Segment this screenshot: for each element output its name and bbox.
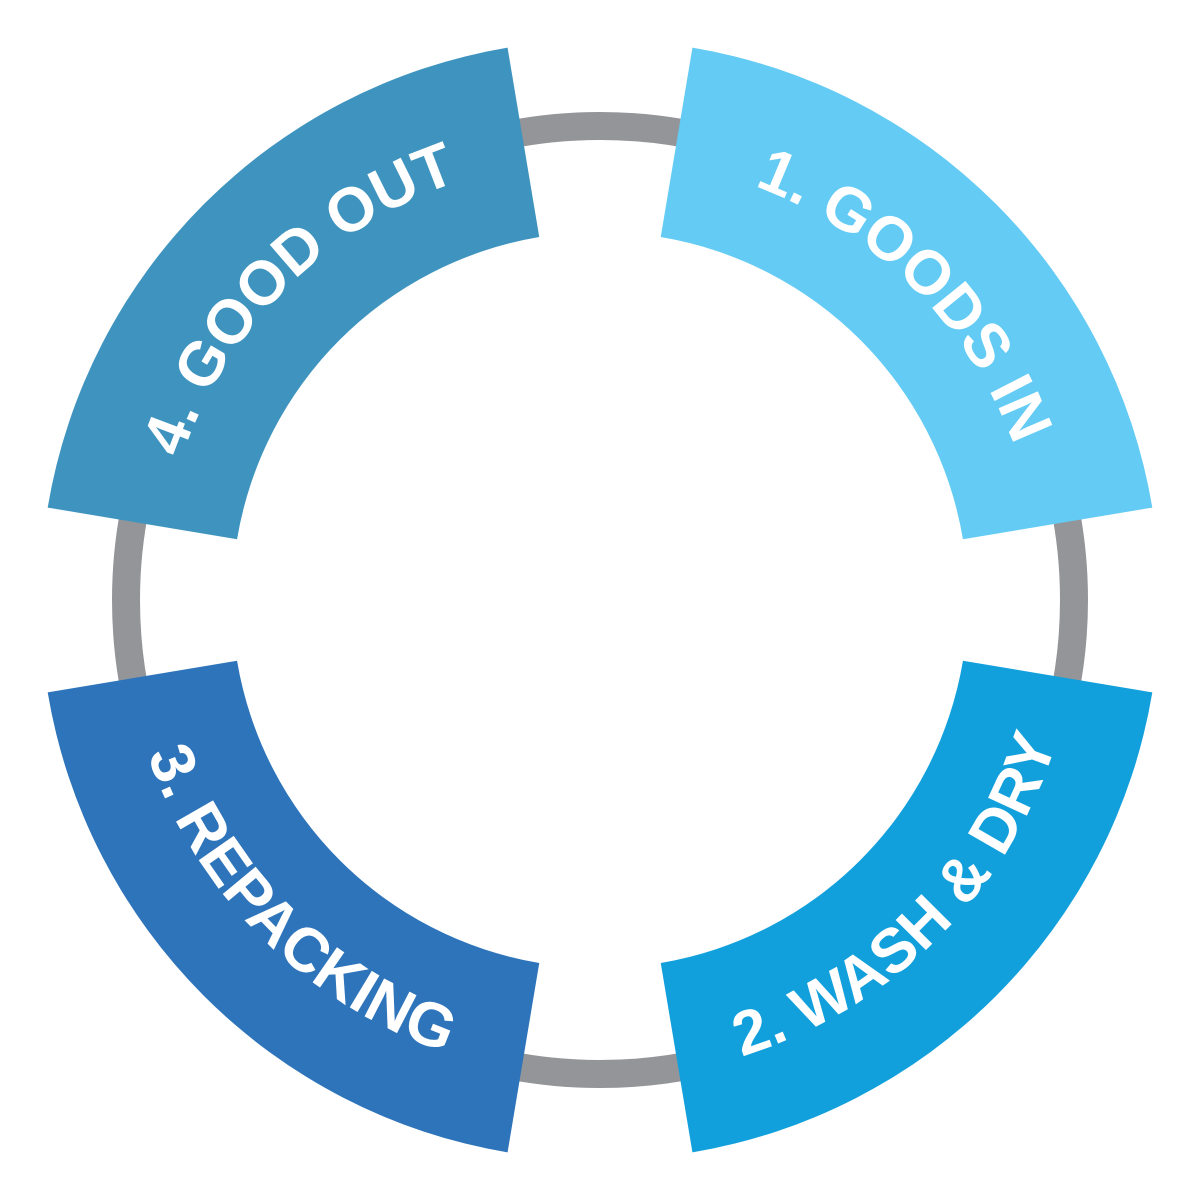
segment-good-out: 4. GOOD OUT <box>47 47 540 540</box>
segment-repacking-shape <box>47 660 540 1153</box>
connector-ring <box>112 112 1088 1088</box>
segment-goods-in: 1. GOODS IN <box>660 47 1153 540</box>
segment-wash-dry: 2. WASH & DRY <box>660 660 1153 1153</box>
segment-wash-dry-shape <box>660 660 1153 1153</box>
segment-good-out-shape <box>47 47 540 540</box>
segment-repacking: 3. REPACKING <box>47 660 540 1153</box>
segment-goods-in-shape <box>660 47 1153 540</box>
